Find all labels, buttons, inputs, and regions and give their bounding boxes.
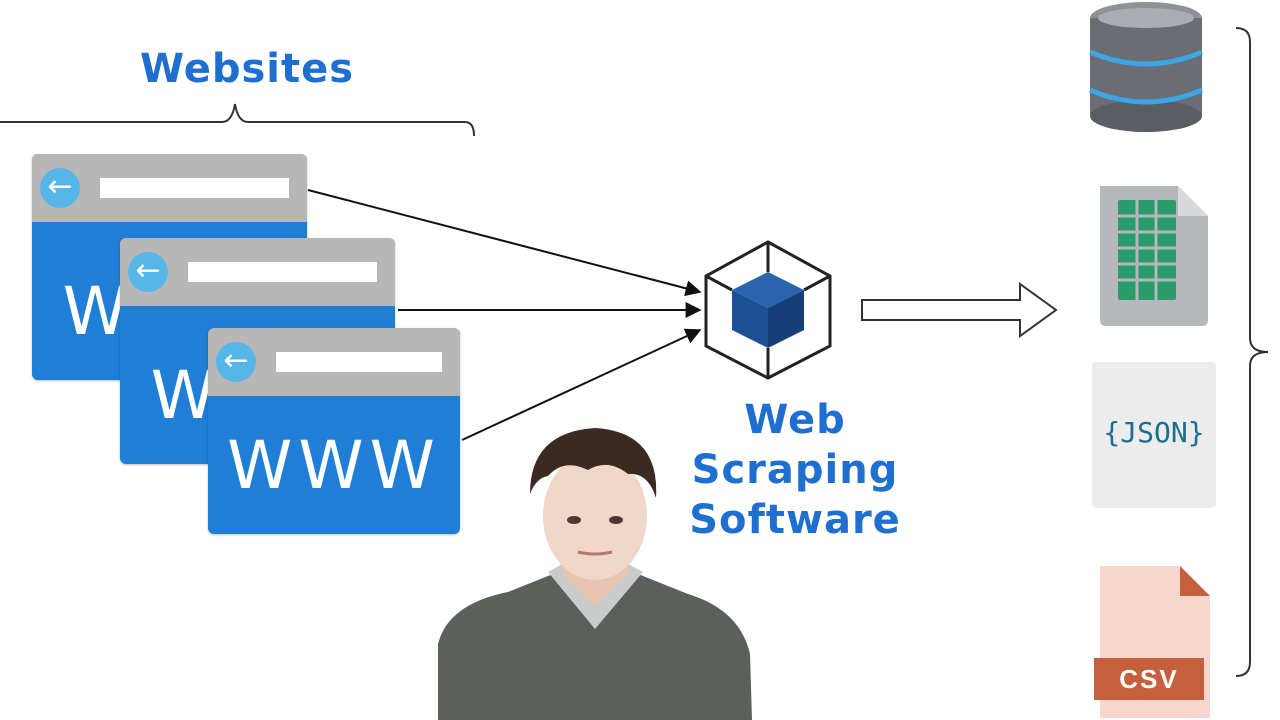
browser-toolbar: ← [32,154,307,222]
csv-file-icon [1094,566,1210,718]
browser-toolbar: ← [120,238,395,306]
websites-title: Websites [140,46,355,92]
database-icon [1089,2,1203,132]
arrow-site3-to-scraper [461,328,702,441]
arrow-left-icon: ← [216,342,256,382]
browser-toolbar: ← [208,328,460,396]
scraper-label-line1: Web Scraping [691,397,899,493]
cube-icon [704,240,832,380]
websites-brace [0,103,475,137]
website-window-3: ← WWW [208,328,460,534]
address-bar [276,352,442,372]
address-bar [188,262,377,282]
csv-label: CSV [1119,664,1179,694]
scraper-label: Web Scraping Software [640,395,950,545]
arrow-left-icon: ← [128,252,168,292]
arrow-site1-to-scraper [307,189,702,297]
json-file-icon: {JSON} [1092,362,1216,508]
outputs-brace [1235,27,1269,677]
address-bar [100,178,289,198]
scraper-label-line2: Software [689,497,901,543]
arrow-left-icon: ← [40,168,80,208]
presenter-photo [438,428,752,720]
arrow-scraper-to-outputs [861,282,1058,338]
www-text: WWW [227,427,441,504]
spreadsheet-icon [1100,186,1208,326]
json-label: {JSON} [1103,416,1205,449]
